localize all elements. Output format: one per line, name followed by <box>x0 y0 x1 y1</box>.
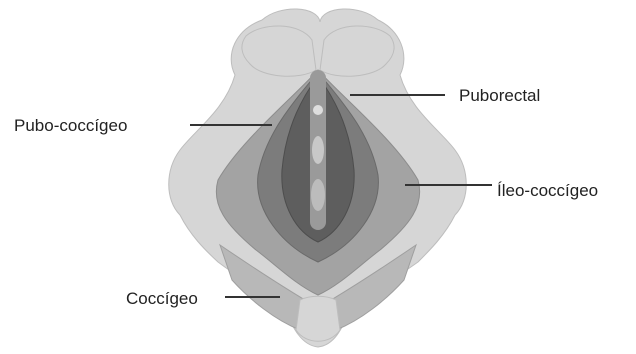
label-ileo-coccigeo: Íleo-coccígeo <box>497 181 598 201</box>
vaginal-opening <box>312 136 324 164</box>
urethra-opening <box>313 105 323 115</box>
label-coccigeo: Coccígeo <box>126 289 198 309</box>
anal-opening <box>311 179 325 211</box>
label-pubo-coccigeo: Pubo-coccígeo <box>14 116 127 136</box>
label-puborectal: Puborectal <box>459 86 540 106</box>
coccyx-bone <box>296 296 340 341</box>
